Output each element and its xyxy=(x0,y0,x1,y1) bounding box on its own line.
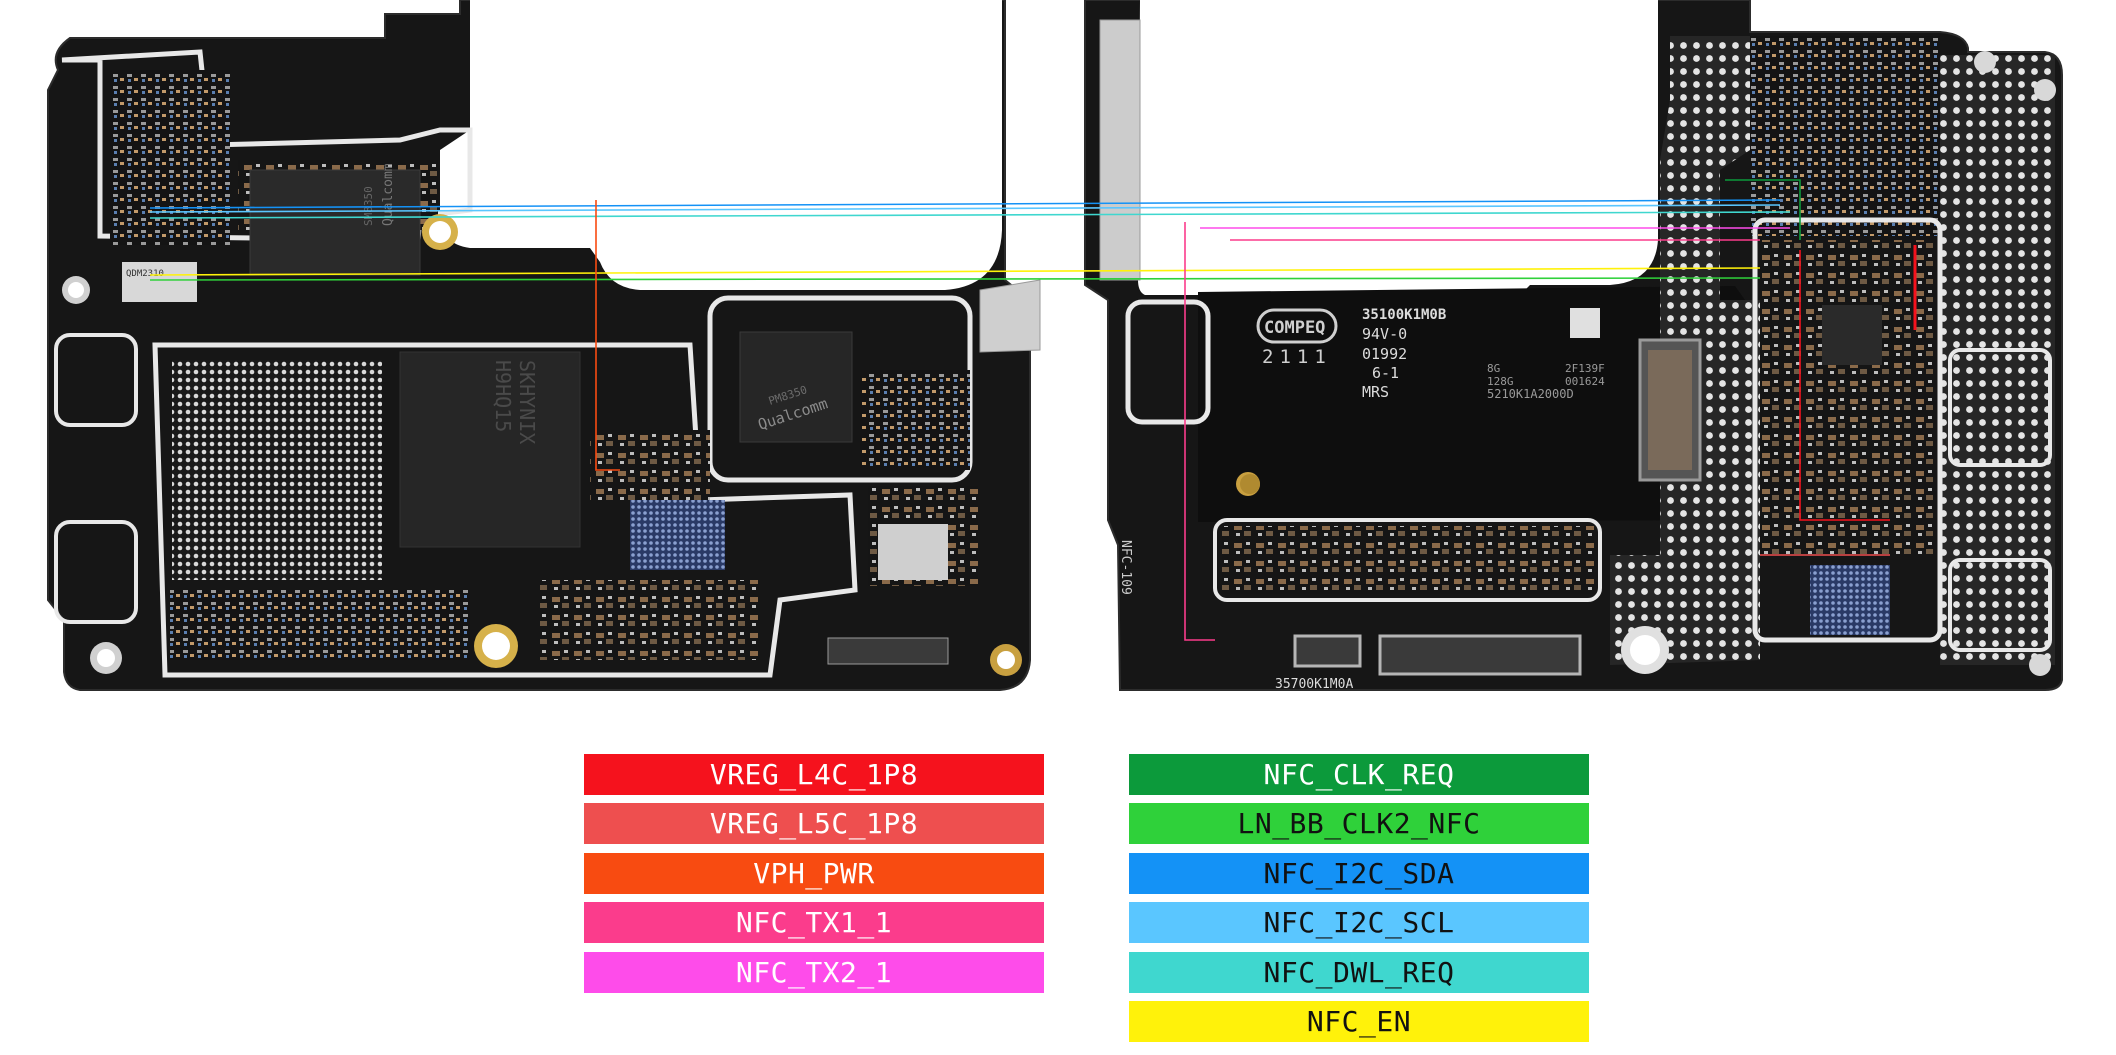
legend-item-nfc-tx1-1: NFC_TX1_1 xyxy=(584,902,1044,944)
left-shield-main xyxy=(152,342,858,678)
legend-item-vreg-l4c-1p8: VREG_L4C_1P8 xyxy=(584,754,1044,795)
legend-item-nfc-dwl-req: NFC_DWL_REQ xyxy=(1129,951,1589,993)
svg-text:35700K1M0A: 35700K1M0A xyxy=(1275,677,1353,692)
right-board: COMPEQ 2111 35100K1M0B 94V-0 01992 6-1 M… xyxy=(1084,0,2063,692)
compeq-logo: COMPEQ xyxy=(1256,308,1338,344)
legend-left: VREG_L4C_1P8 VREG_L5C_1P8 VPH_PWR NFC_TX… xyxy=(584,754,1044,1001)
svg-text:SM8350: SM8350 xyxy=(362,186,375,226)
legend-item-nfc-i2c-scl: NFC_I2C_SCL xyxy=(1129,902,1589,944)
bga-memory-pad xyxy=(172,360,382,580)
svg-text:6-1: 6-1 xyxy=(1372,364,1399,382)
legend-item-ln-bb-clk2-nfc: LN_BB_CLK2_NFC xyxy=(1129,803,1589,845)
svg-text:SKHYNIX: SKHYNIX xyxy=(515,360,539,444)
svg-text:COMPEQ: COMPEQ xyxy=(1264,318,1325,338)
pcb-boards-diagram: Qualcomm SM8350 QDM2310 SKHYNIX H9HQ15 Q… xyxy=(47,0,2063,692)
svg-text:35100K1M0B: 35100K1M0B xyxy=(1362,307,1446,323)
svg-text:H9HQ15: H9HQ15 xyxy=(491,360,515,432)
svg-text:001624: 001624 xyxy=(1565,375,1605,388)
pmic-chip xyxy=(739,331,853,443)
soc-chip xyxy=(249,169,421,276)
memory-chip xyxy=(399,351,581,548)
legend-item-nfc-i2c-sda: NFC_I2C_SDA xyxy=(1129,852,1589,894)
svg-text:2F139F: 2F139F xyxy=(1565,362,1605,375)
svg-text:01992: 01992 xyxy=(1362,345,1407,363)
right-board-cutout xyxy=(1138,0,1658,295)
bga-chip-right xyxy=(1810,565,1890,635)
signal-traces xyxy=(149,179,1917,641)
svg-text:MRS: MRS xyxy=(1362,383,1389,401)
left-board: Qualcomm SM8350 QDM2310 SKHYNIX H9HQ15 Q… xyxy=(47,0,1041,691)
legend-item-vreg-l5c-1p8: VREG_L5C_1P8 xyxy=(584,803,1044,845)
legend-item-vph-pwr: VPH_PWR xyxy=(584,852,1044,894)
svg-text:128G: 128G xyxy=(1487,375,1514,388)
svg-text:2111: 2111 xyxy=(1262,346,1332,368)
svg-text:94V-0: 94V-0 xyxy=(1362,325,1407,343)
svg-text:QDM2310: QDM2310 xyxy=(126,269,164,279)
svg-text:5210K1A2000D: 5210K1A2000D xyxy=(1487,387,1574,401)
left-board-cutout xyxy=(440,0,1002,290)
legend-item-nfc-en: NFC_EN xyxy=(1129,1000,1589,1042)
legend-item-nfc-clk-req: NFC_CLK_REQ xyxy=(1129,754,1589,795)
legend-item-nfc-tx2-1: NFC_TX2_1 xyxy=(584,951,1044,993)
svg-text:NFC-109: NFC-109 xyxy=(1118,540,1133,595)
svg-text:8G: 8G xyxy=(1487,362,1500,375)
legend-right: NFC_CLK_REQ LN_BB_CLK2_NFC NFC_I2C_SDA N… xyxy=(1129,754,1589,1050)
